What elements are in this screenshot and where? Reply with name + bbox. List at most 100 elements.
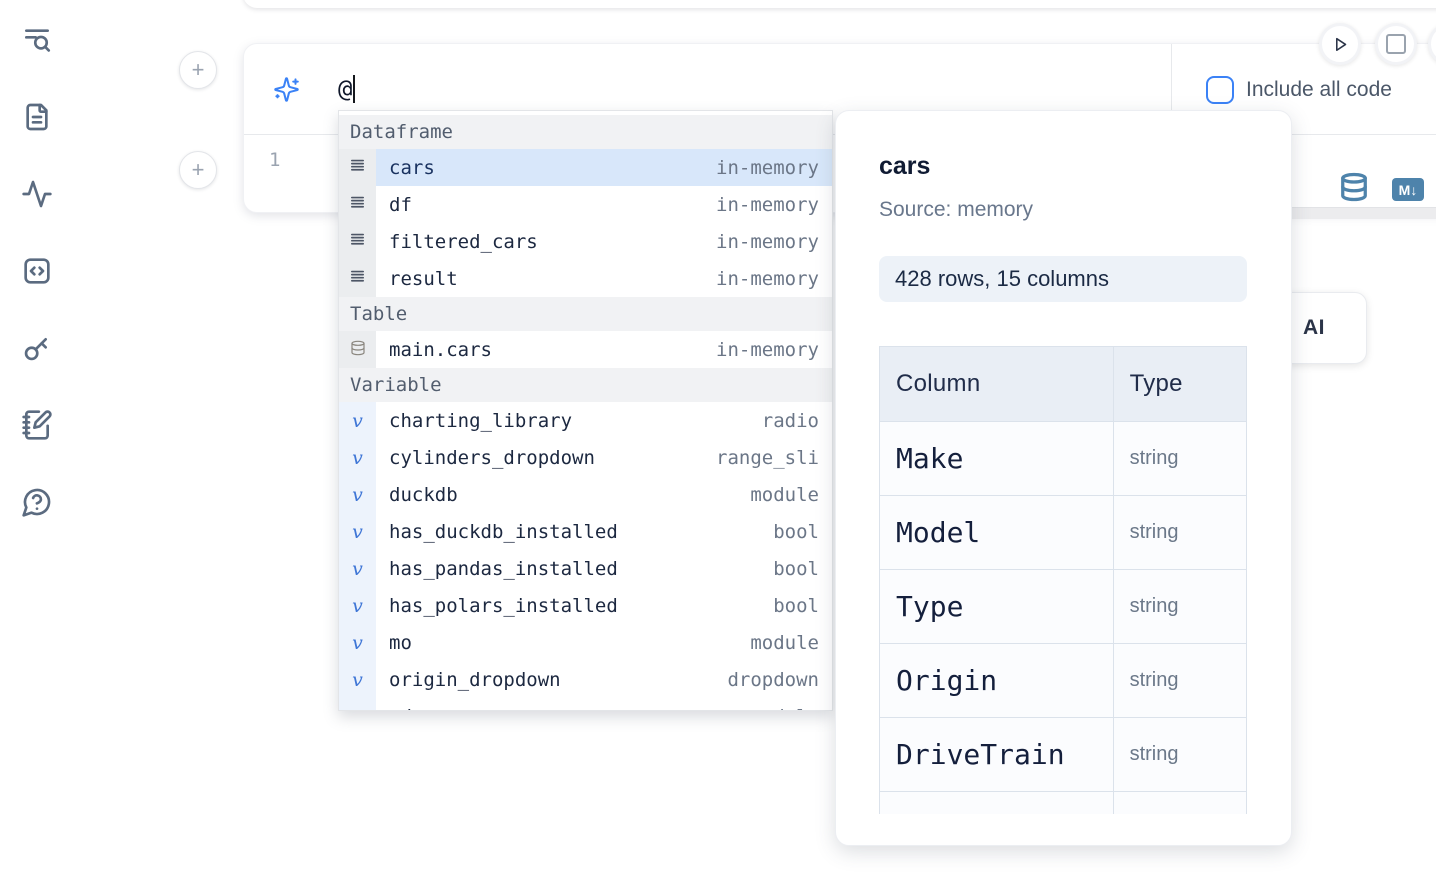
variable-icon: v [352, 520, 363, 543]
variable-icon: v [352, 706, 363, 711]
item-icon-gutter [339, 331, 376, 368]
item-type: bool [773, 557, 819, 580]
item-type: module [750, 631, 819, 654]
item-name: has_pandas_installed [389, 557, 618, 580]
stop-icon [1386, 34, 1406, 54]
play-icon [1336, 37, 1347, 52]
code-square-icon[interactable] [21, 255, 53, 292]
column-type-cell: string [1112, 495, 1248, 570]
add-cell-button[interactable]: + [179, 151, 217, 189]
column-header: Column [879, 346, 1114, 422]
database-icon [350, 340, 366, 360]
autocomplete-item[interactable]: v has_polars_installed bool [339, 587, 832, 624]
item-type: bool [773, 520, 819, 543]
previous-cell-edge [243, 0, 1436, 8]
column-name-cell: Model [879, 495, 1114, 570]
item-icon-gutter [339, 223, 376, 260]
list-search-icon[interactable] [21, 24, 53, 61]
column-name-cell: Origin [879, 643, 1114, 718]
item-name: duckdb [389, 483, 458, 506]
stop-button[interactable] [1375, 23, 1417, 65]
variable-icon: v [352, 409, 363, 432]
file-text-icon[interactable] [21, 101, 53, 138]
item-name: main.cars [389, 338, 492, 361]
item-icon-gutter: v [339, 661, 376, 698]
divider [1171, 44, 1172, 134]
autocomplete-section-header: Table [339, 297, 832, 331]
help-circle-icon[interactable] [21, 486, 53, 523]
variable-icon: v [352, 594, 363, 617]
autocomplete-item[interactable]: v has_pandas_installed bool [339, 550, 832, 587]
column-type-cell: string [1112, 569, 1248, 644]
item-icon-gutter [339, 149, 376, 186]
item-icon-gutter [339, 260, 376, 297]
key-icon[interactable] [21, 332, 53, 369]
item-type: radio [761, 409, 819, 432]
column-name-cell: Type [879, 569, 1114, 644]
notebook-pen-icon[interactable] [21, 409, 53, 446]
ai-prompt-input[interactable]: @ [338, 75, 353, 103]
item-name: origin_dropdown [389, 668, 561, 691]
autocomplete-item[interactable]: vpdmodule [339, 698, 832, 711]
autocomplete-item[interactable]: v has_duckdb_installed bool [339, 513, 832, 550]
ai-prompt-row[interactable]: @ [244, 44, 1171, 134]
variable-icon: v [352, 446, 363, 469]
item-type: bool [773, 594, 819, 617]
autocomplete-item[interactable]: v origin_dropdown dropdown [339, 661, 832, 698]
database-icon[interactable] [1339, 172, 1369, 207]
item-icon-gutter: v [339, 513, 376, 550]
sidebar [21, 24, 53, 523]
item-name: result [389, 267, 458, 290]
item-icon-gutter: v [339, 402, 376, 439]
item-icon-gutter: v [339, 550, 376, 587]
add-cell-button[interactable]: + [179, 51, 217, 89]
column-type-cell: string [1112, 643, 1248, 718]
markdown-icon[interactable]: M↓ [1392, 178, 1424, 201]
item-icon-gutter: v [339, 587, 376, 624]
item-type: in-memory [716, 156, 819, 179]
variable-icon: v [352, 483, 363, 506]
variable-icon: v [352, 631, 363, 654]
autocomplete-item[interactable]: v duckdb module [339, 476, 832, 513]
item-name: charting_library [389, 409, 573, 432]
autocomplete-item[interactable]: result in-memory [339, 260, 832, 297]
variable-icon: v [352, 557, 363, 580]
table-row-clipped [879, 791, 1248, 814]
include-all-code-option: Include all code [1206, 76, 1392, 104]
autocomplete-section-header: Dataframe [339, 115, 832, 149]
preview-title: cars [879, 152, 931, 180]
item-type: range_sli [716, 446, 819, 469]
column-type-cell: string [1112, 717, 1248, 792]
item-type: dropdown [727, 668, 819, 691]
type-header: Type [1112, 346, 1248, 422]
run-cell-button[interactable] [1319, 23, 1361, 65]
item-name: pd [389, 706, 412, 711]
shape-badge: 428 rows, 15 columns [879, 256, 1247, 302]
item-name: has_duckdb_installed [389, 520, 618, 543]
activity-icon[interactable] [21, 178, 53, 215]
autocomplete-section-header: Variable [339, 368, 832, 402]
autocomplete-item[interactable]: v cylinders_dropdown range_sli [339, 439, 832, 476]
autocomplete-item[interactable]: v charting_library radio [339, 402, 832, 439]
include-all-code-checkbox[interactable] [1206, 76, 1234, 104]
autocomplete-item[interactable]: v mo module [339, 624, 832, 661]
variable-icon: v [352, 668, 363, 691]
item-name: cylinders_dropdown [389, 446, 595, 469]
item-type: in-memory [716, 267, 819, 290]
sparkles-icon [274, 76, 299, 102]
column-name-cell: DriveTrain [879, 717, 1114, 792]
item-type: module [750, 483, 819, 506]
item-name: has_polars_installed [389, 594, 618, 617]
dataframe-icon [349, 157, 366, 178]
item-icon-gutter: v [339, 698, 376, 711]
item-name: mo [389, 631, 412, 654]
